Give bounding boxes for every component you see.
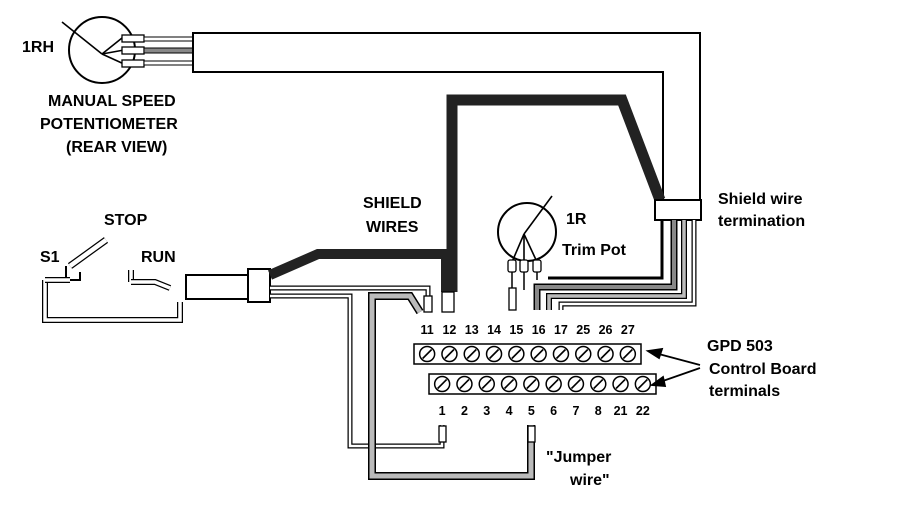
terminal-number-6: 6 bbox=[550, 404, 557, 418]
manual-speed-potentiometer bbox=[61, 16, 195, 84]
label-potentiometer: POTENTIOMETER bbox=[40, 116, 178, 133]
terminal-number-17: 17 bbox=[554, 323, 568, 337]
terminal-screw bbox=[478, 375, 495, 393]
label-stop: STOP bbox=[104, 212, 148, 229]
terminal-number-21: 21 bbox=[614, 404, 628, 418]
terminal-number-3: 3 bbox=[483, 404, 490, 418]
label-termination: termination bbox=[718, 213, 805, 230]
terminal-number-12: 12 bbox=[442, 323, 456, 337]
label-wire: wire" bbox=[569, 472, 610, 489]
switch-cable bbox=[185, 274, 249, 300]
label-1r: 1R bbox=[566, 211, 587, 228]
label-1rh: 1RH bbox=[22, 39, 54, 56]
terminal-screw bbox=[485, 345, 503, 363]
terminal-screw bbox=[508, 345, 525, 363]
terminal-screw bbox=[456, 375, 473, 393]
terminal-number-7: 7 bbox=[572, 404, 579, 418]
terminal-screw bbox=[575, 345, 592, 363]
run-stop-switch bbox=[42, 237, 183, 323]
terminal-screw bbox=[441, 345, 458, 363]
terminal-screw bbox=[612, 375, 629, 393]
terminal-screw bbox=[552, 345, 570, 363]
label-gpd-503: GPD 503 bbox=[707, 338, 773, 355]
terminal-screw bbox=[597, 345, 614, 363]
terminal-number-15: 15 bbox=[509, 323, 523, 337]
bottom-terminal-strip: 1 2 3 4 5 6 7 8 21 22 bbox=[428, 373, 657, 418]
terminal-number-27: 27 bbox=[621, 323, 635, 337]
terminal-screw bbox=[418, 345, 436, 363]
terminal-screw bbox=[523, 375, 540, 393]
shield-termination-block bbox=[654, 199, 702, 221]
terminal-screw bbox=[530, 345, 547, 363]
terminal-number-16: 16 bbox=[532, 323, 546, 337]
label-jumper: "Jumper bbox=[546, 449, 611, 466]
termination-conductors bbox=[533, 220, 697, 310]
terminal-screw bbox=[463, 345, 480, 363]
terminal-number-2: 2 bbox=[461, 404, 468, 418]
terminal-screw bbox=[619, 345, 637, 363]
terminal-number-13: 13 bbox=[465, 323, 479, 337]
label-s1: S1 bbox=[40, 249, 60, 266]
label-shield-wire: Shield wire bbox=[718, 191, 803, 208]
label-manual-speed: MANUAL SPEED bbox=[48, 93, 176, 110]
terminal-screw bbox=[545, 375, 562, 393]
label-terminals: terminals bbox=[709, 383, 780, 400]
terminal-number-1: 1 bbox=[439, 404, 446, 418]
terminal-number-8: 8 bbox=[595, 404, 602, 418]
label-shield: SHIELD bbox=[363, 195, 422, 212]
terminal-screw bbox=[590, 375, 607, 393]
terminal-number-25: 25 bbox=[576, 323, 590, 337]
terminal-number-26: 26 bbox=[599, 323, 613, 337]
label-trim-pot: Trim Pot bbox=[562, 242, 627, 259]
terminal-number-11: 11 bbox=[421, 323, 434, 337]
terminal-number-4: 4 bbox=[506, 404, 513, 418]
terminal-screw bbox=[634, 375, 652, 393]
terminal-number-22: 22 bbox=[636, 404, 650, 418]
label-control-board: Control Board bbox=[709, 361, 817, 378]
terminal-screw bbox=[567, 375, 585, 393]
label-rear-view: (REAR VIEW) bbox=[66, 139, 167, 156]
top-terminal-strip: 11 12 13 14 15 16 17 25 26 27 bbox=[413, 323, 642, 365]
label-run: RUN bbox=[141, 249, 176, 266]
terminal-number-14: 14 bbox=[487, 323, 501, 337]
terminal-screw bbox=[433, 375, 451, 393]
terminal-screw bbox=[500, 375, 518, 393]
terminal-number-5: 5 bbox=[528, 404, 535, 418]
gpd-arrows bbox=[645, 347, 701, 387]
trim-potentiometer bbox=[497, 195, 557, 311]
label-wires: WIRES bbox=[366, 219, 419, 236]
